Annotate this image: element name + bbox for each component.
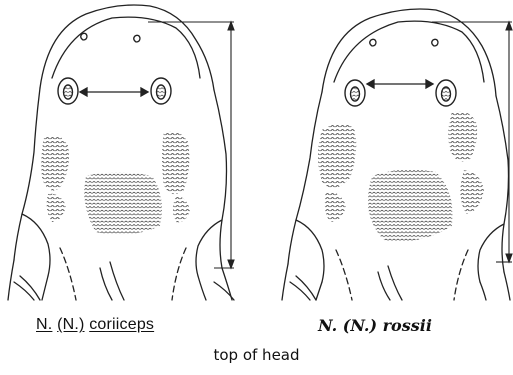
genus-abbrev: N. <box>36 316 52 333</box>
subgenus-abbrev: (N.) <box>57 316 84 333</box>
species-label-rossii: N. (N.) rossii <box>318 316 432 335</box>
species-label-coriiceps: N. (N.) coriiceps <box>36 316 154 334</box>
left-interorbital-arrow <box>80 88 148 96</box>
right-interorbital-arrow <box>367 80 433 88</box>
species-epithet: coriiceps <box>89 316 154 333</box>
right-fish-head-drawing <box>282 9 510 300</box>
right-scale-patches <box>318 111 484 241</box>
figure-caption: top of head <box>0 346 513 364</box>
left-eyes <box>58 78 171 104</box>
left-scale-patches <box>41 131 190 235</box>
